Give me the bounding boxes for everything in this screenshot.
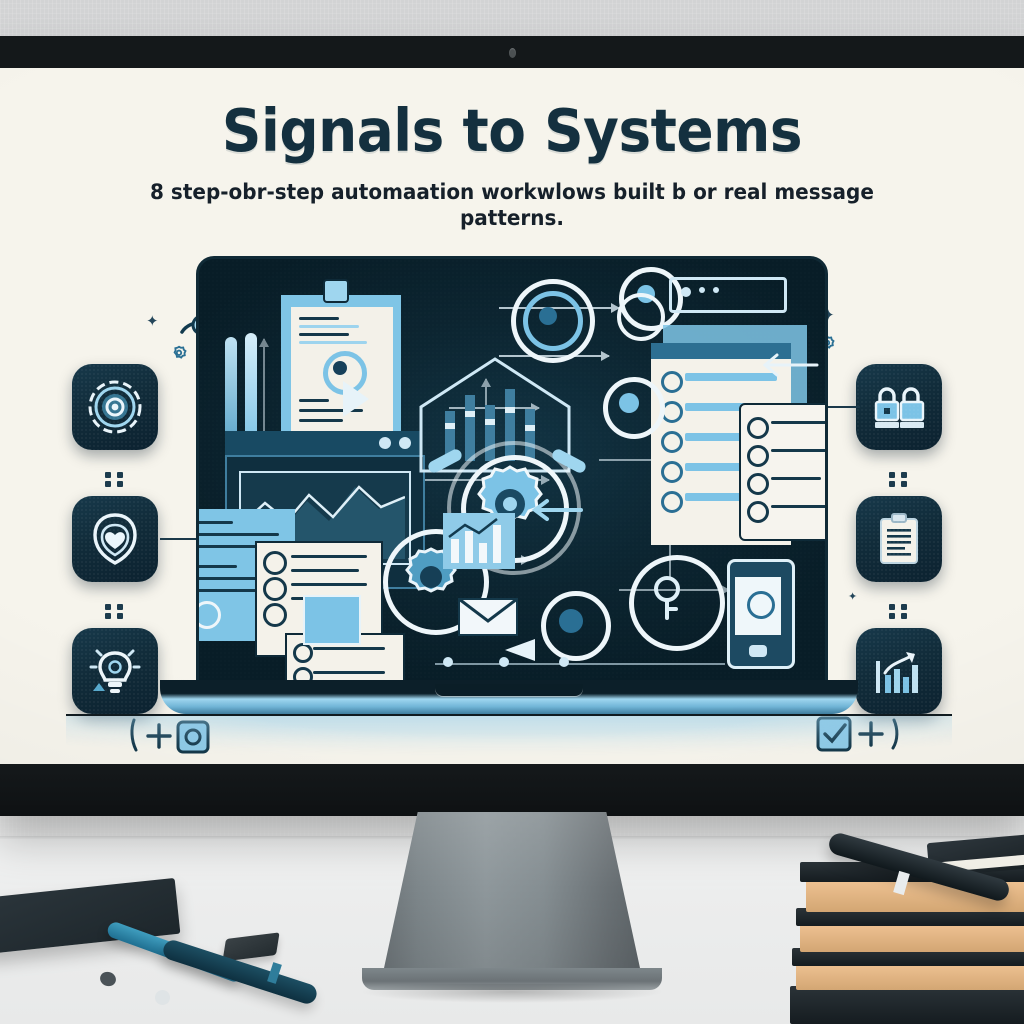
sidebar-item-clipboard[interactable] xyxy=(856,496,942,582)
play-triangle-icon xyxy=(343,381,369,417)
monitor: Signals to Systems 8 step-obr-step autom… xyxy=(0,36,1024,816)
sparkle-icon: ✦ xyxy=(848,591,858,603)
node-ring[interactable] xyxy=(541,591,611,661)
upload-icon xyxy=(303,595,361,645)
connector-dots xyxy=(889,472,911,488)
monitor-top-bezel xyxy=(0,36,1024,68)
laptop-glow xyxy=(66,716,952,760)
clipboard-clip xyxy=(323,279,349,303)
sidebar-item-lightbulb[interactable] xyxy=(72,628,158,714)
monitor-bottom-bezel xyxy=(0,764,1024,816)
workflow-diagram xyxy=(199,259,825,689)
bar-chart-icon xyxy=(443,513,515,569)
stand-shadow xyxy=(302,984,722,1010)
arrow-left-icon xyxy=(762,353,819,377)
book-stack-item[interactable] xyxy=(796,962,1024,990)
envelope-icon[interactable] xyxy=(457,595,519,639)
node-ring[interactable] xyxy=(383,529,489,635)
book-stack-item[interactable] xyxy=(796,908,1024,926)
laptop-shadow-line xyxy=(66,714,952,716)
poster: Signals to Systems 8 step-obr-step autom… xyxy=(0,68,1024,764)
sidebar-item-target-gear[interactable] xyxy=(72,364,158,450)
page-title: Signals to Systems xyxy=(221,96,803,165)
key-icon xyxy=(654,576,680,620)
node-ring[interactable] xyxy=(603,377,665,439)
laptop-illustration xyxy=(66,256,952,760)
shield-icon xyxy=(93,513,137,565)
locks-icon xyxy=(874,387,925,428)
monitor-stand-neck xyxy=(381,812,643,982)
lightbulb-icon xyxy=(89,649,141,693)
play-triangle-icon xyxy=(505,639,535,661)
monitor-screen: Signals to Systems 8 step-obr-step autom… xyxy=(0,68,1024,764)
book-stack-item[interactable] xyxy=(792,948,1024,966)
bar-chart-growth-icon xyxy=(876,652,918,693)
page-subtitle: 8 step-obr-step automaation workwlows bu… xyxy=(150,180,874,231)
node-ring xyxy=(523,291,583,351)
webcam-icon xyxy=(509,48,516,58)
status-chip xyxy=(669,277,787,313)
panel-header xyxy=(651,343,791,359)
laptop-notch xyxy=(435,684,583,696)
target-gear-icon xyxy=(88,380,142,434)
clipboard-icon xyxy=(880,513,918,564)
arrow-left-icon xyxy=(531,499,583,521)
connector-dots xyxy=(105,472,127,488)
laptop-lid xyxy=(196,256,828,692)
pen-icon xyxy=(245,333,257,447)
node-ring[interactable] xyxy=(511,279,595,363)
sidebar-item-bar-chart[interactable] xyxy=(856,628,942,714)
browser-titlebar xyxy=(225,431,421,455)
monitor-stand-foot xyxy=(362,968,662,990)
sidebar-item-locks[interactable] xyxy=(856,364,942,450)
connector-dots xyxy=(889,604,911,620)
connector-line xyxy=(160,538,206,540)
book-stack-item[interactable] xyxy=(800,922,1024,952)
connector-line xyxy=(820,406,860,408)
sidebar-item-shield[interactable] xyxy=(72,496,158,582)
gear-icon xyxy=(173,345,187,359)
connector-dots xyxy=(105,604,127,620)
flow-arrow xyxy=(259,338,269,449)
node-ring[interactable] xyxy=(629,555,725,651)
book-stack-item[interactable] xyxy=(790,986,1024,1024)
sparkle-icon: ✦ xyxy=(146,313,159,330)
pen-icon xyxy=(225,337,237,447)
